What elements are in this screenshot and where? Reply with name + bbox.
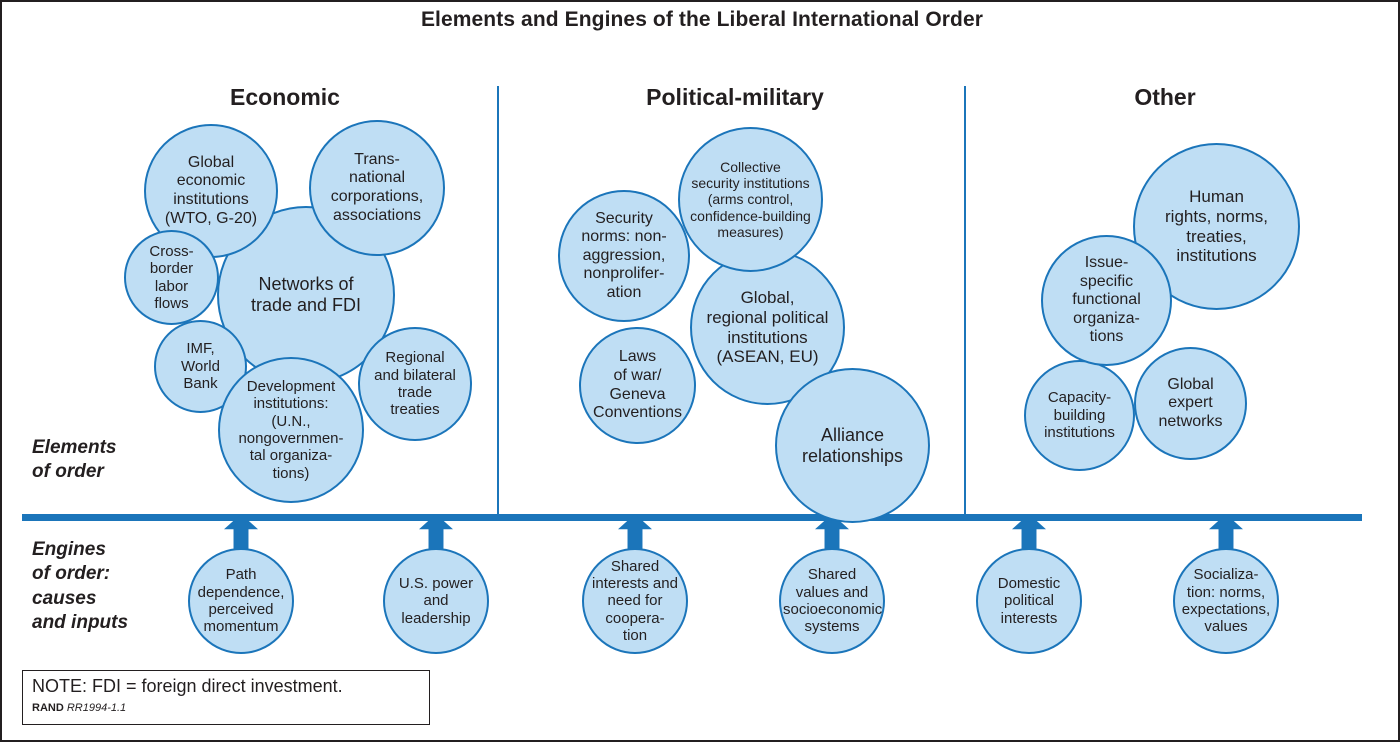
column-divider-1 — [497, 86, 499, 514]
bubble-capacity-building-institutions[interactable]: Capacity- building institutions — [1024, 360, 1135, 471]
credit-id: RR1994-1.1 — [66, 701, 127, 714]
bubble-collective-security-institutions[interactable]: Collective security institutions (arms c… — [678, 127, 823, 272]
bubble-domestic-political-interests[interactable]: Domestic political interests — [976, 548, 1082, 654]
credit-prefix: RAND — [32, 701, 64, 714]
bubble-regional-bilateral-trade-treaties[interactable]: Regional and bilateral trade treaties — [358, 327, 472, 441]
bubble-development-institutions[interactable]: Development institutions: (U.N., nongove… — [218, 357, 364, 503]
bubble-cross-border-labor-flows[interactable]: Cross- border labor flows — [124, 230, 219, 325]
horizontal-separator-rule — [22, 514, 1362, 521]
figure-credit: RAND RR1994-1.1 — [32, 702, 420, 714]
bubble-socialization-norms-expectations[interactable]: Socializa- tion: norms, expectations, va… — [1173, 548, 1279, 654]
page-title: Elements and Engines of the Liberal Inte… — [420, 8, 984, 31]
note-box: NOTE: FDI = foreign direct investment. R… — [22, 670, 430, 725]
bubble-shared-interests-need-for-cooperation[interactable]: Shared interests and need for coopera- t… — [582, 548, 688, 654]
note-text: NOTE: FDI = foreign direct investment. — [32, 676, 343, 696]
bubble-security-norms[interactable]: Security norms: non- aggression, nonprol… — [558, 190, 690, 322]
column-header-other: Other — [1134, 84, 1196, 110]
bubble-laws-of-war-geneva-conventions[interactable]: Laws of war/ Geneva Conventions — [579, 327, 696, 444]
bubble-human-rights-norms-treaties[interactable]: Human rights, norms, treaties, instituti… — [1133, 143, 1300, 310]
bubble-issue-specific-functional-organizations[interactable]: Issue- specific functional organiza- tio… — [1041, 235, 1172, 366]
row-label-elements-of-order: Elements of order — [32, 437, 117, 483]
column-header-political-military: Political-military — [646, 84, 824, 110]
bubble-global-expert-networks[interactable]: Global expert networks — [1134, 347, 1247, 460]
bubble-path-dependence[interactable]: Path dependence, perceived momentum — [188, 548, 294, 654]
column-divider-2 — [964, 86, 966, 514]
bubble-us-power-and-leadership[interactable]: U.S. power and leadership — [383, 548, 489, 654]
bubble-shared-values-socioeconomic-systems[interactable]: Shared values and socioeconomic systems — [779, 548, 885, 654]
column-header-economic: Economic — [230, 84, 340, 110]
row-label-engines-of-order: Engines of order: causes and inputs — [32, 539, 129, 633]
bubble-transnational-corporations[interactable]: Trans- national corporations, associatio… — [309, 120, 445, 256]
bubble-alliance-relationships[interactable]: Alliance relationships — [775, 368, 930, 523]
